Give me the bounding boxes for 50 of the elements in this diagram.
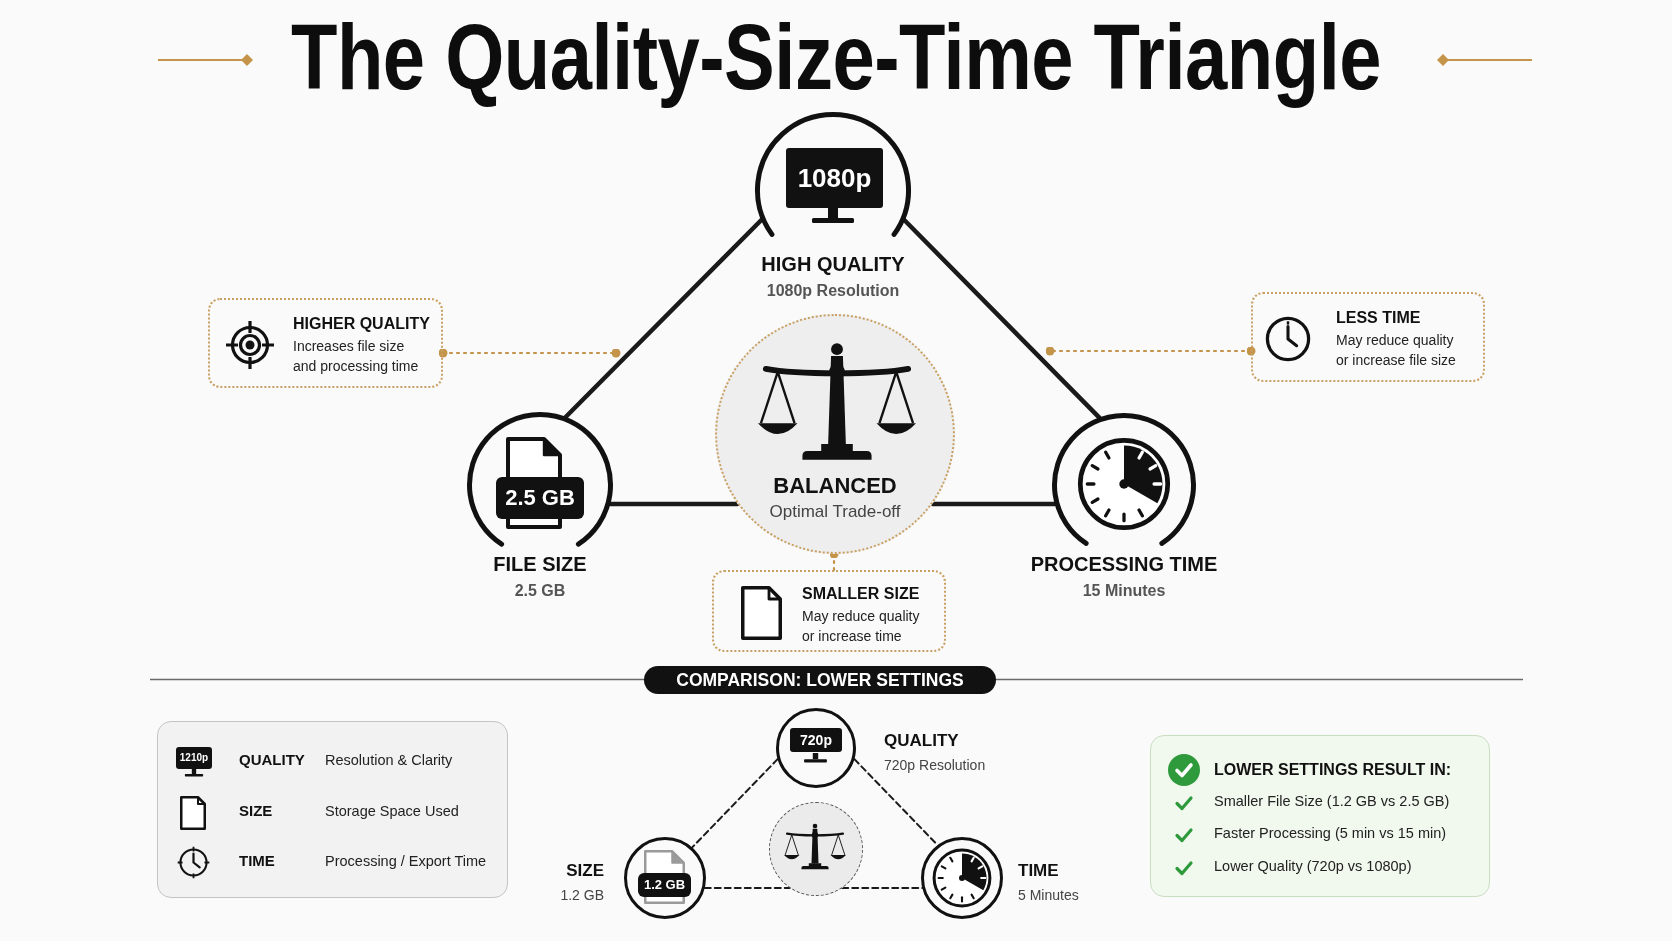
leader-line bbox=[1045, 346, 1256, 356]
callout-heading: LESS TIME bbox=[1336, 308, 1421, 328]
size-tag: 2.5 GB bbox=[496, 477, 584, 519]
legend-term: TIME bbox=[239, 852, 275, 870]
legend-description: Resolution & Clarity bbox=[325, 752, 453, 770]
callout-heading: SMALLER SIZE bbox=[802, 584, 920, 604]
section-header: COMPARISON: LOWER SETTINGS bbox=[644, 666, 996, 694]
node-heading: HIGH QUALITY bbox=[761, 252, 905, 276]
node-heading: QUALITY bbox=[884, 731, 959, 752]
legend-term: QUALITY bbox=[239, 751, 305, 769]
legend-description: Storage Space Used bbox=[325, 803, 459, 821]
connector-line bbox=[930, 501, 1057, 507]
screen-display: 720p bbox=[790, 728, 842, 752]
legend-panel bbox=[157, 721, 508, 898]
node-heading: BALANCED bbox=[773, 473, 897, 500]
connector-line bbox=[608, 501, 740, 507]
node-heading: FILE SIZE bbox=[493, 552, 587, 576]
node-heading: TIME bbox=[1018, 861, 1059, 882]
screen-display: 1210p bbox=[176, 747, 212, 769]
leader-line bbox=[438, 348, 621, 358]
callout-text: May reduce quality or increase file size bbox=[1336, 331, 1457, 370]
dashed-connector bbox=[703, 887, 791, 889]
result-heading: LOWER SETTINGS RESULT IN: bbox=[1214, 760, 1452, 780]
node-subheading: 2.5 GB bbox=[514, 581, 566, 601]
result-item: Lower Quality (720p vs 1080p) bbox=[1214, 858, 1412, 876]
callout-box bbox=[208, 298, 443, 388]
callout-box bbox=[1251, 292, 1485, 382]
screen-display: 1080p bbox=[786, 148, 883, 208]
legend-description: Processing / Export Time bbox=[325, 853, 487, 871]
result-item: Faster Processing (5 min vs 15 min) bbox=[1214, 825, 1447, 843]
legend-term: SIZE bbox=[239, 802, 273, 820]
callout-box bbox=[712, 570, 946, 652]
result-panel bbox=[1150, 735, 1490, 897]
node-subheading: Optimal Trade-off bbox=[769, 502, 901, 523]
callout-text: Increases file size and processing time bbox=[293, 337, 420, 376]
page-title: The Quality-Size-Time Triangle bbox=[290, 3, 1382, 111]
node-subheading: 1080p Resolution bbox=[766, 281, 900, 301]
node-heading: SIZE bbox=[566, 861, 604, 882]
callout-text: May reduce quality or increase time bbox=[802, 607, 921, 646]
node-subheading: 1.2 GB bbox=[560, 887, 604, 904]
connector-line bbox=[902, 218, 1102, 420]
result-item: Smaller File Size (1.2 GB vs 2.5 GB) bbox=[1214, 793, 1450, 811]
node-heading: PROCESSING TIME bbox=[1030, 552, 1218, 576]
node-subheading: 15 Minutes bbox=[1082, 581, 1166, 601]
connector-line bbox=[563, 218, 764, 419]
callout-heading: HIGHER QUALITY bbox=[293, 314, 430, 334]
dashed-connector bbox=[691, 758, 779, 849]
node-subheading: 720p Resolution bbox=[884, 757, 986, 774]
node-subheading: 5 Minutes bbox=[1018, 887, 1079, 904]
size-tag: 1.2 GB bbox=[638, 873, 691, 897]
